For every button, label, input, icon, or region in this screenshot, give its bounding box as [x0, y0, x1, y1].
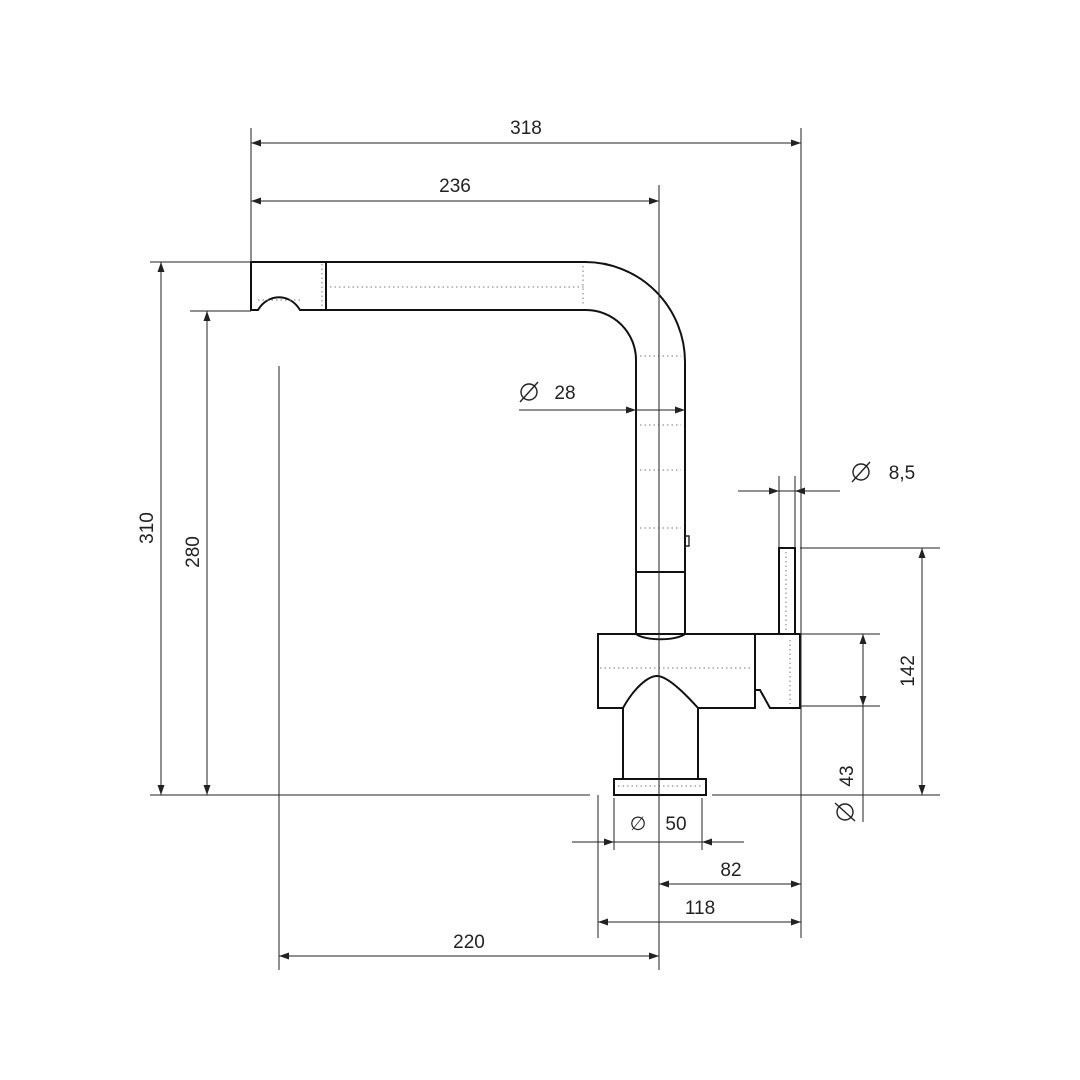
lever-housing	[754, 633, 801, 709]
dimension-labels: 318 236 310 280 28 8,5 142 ∅ 50 43 82 11…	[137, 118, 919, 953]
label-50: 50	[665, 814, 686, 835]
label-220: 220	[453, 932, 485, 953]
label-118: 118	[685, 898, 715, 919]
label-28: 28	[554, 383, 575, 404]
label-43: 43	[837, 765, 858, 786]
diameter-icon	[519, 381, 539, 403]
spout-head	[250, 261, 327, 311]
label-82: 82	[720, 860, 741, 881]
base-flange	[613, 778, 707, 796]
label-318: 318	[510, 118, 542, 139]
mixer-neck	[622, 708, 699, 780]
diameter-symbols	[519, 381, 871, 822]
label-236: 236	[439, 176, 471, 197]
label-142: 142	[898, 655, 919, 687]
faucet-outline	[250, 261, 801, 796]
label-8-5: 8,5	[889, 463, 915, 484]
diameter-icon	[851, 461, 871, 483]
label-310: 310	[137, 512, 158, 544]
lever-handle	[778, 547, 796, 635]
spout-pipe	[325, 261, 686, 573]
label-diameter-symbol-50: ∅	[630, 814, 647, 835]
extension-lines	[150, 128, 940, 970]
spout-collar	[635, 571, 686, 635]
mixer-body	[597, 633, 756, 709]
diameter-icon	[834, 802, 856, 822]
label-280: 280	[183, 536, 204, 568]
dimension-lines	[157, 139, 926, 960]
